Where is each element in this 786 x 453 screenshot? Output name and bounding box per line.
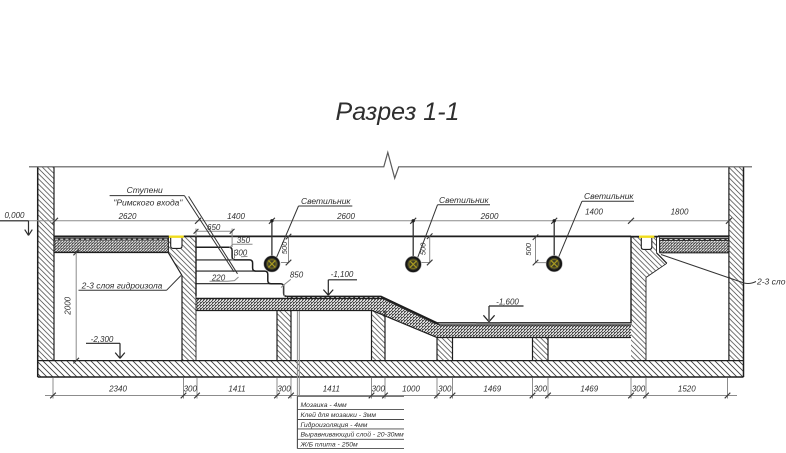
- svg-text:1411: 1411: [323, 385, 340, 394]
- svg-text:-2,300: -2,300: [91, 335, 114, 344]
- svg-text:300: 300: [234, 249, 248, 258]
- svg-text:300: 300: [632, 385, 646, 394]
- svg-text:300: 300: [438, 385, 452, 394]
- svg-text:500: 500: [280, 241, 289, 254]
- svg-text:500: 500: [524, 242, 533, 255]
- svg-text:Ж/Б плита - 250м: Ж/Б плита - 250м: [300, 441, 359, 448]
- svg-text:500: 500: [419, 242, 428, 255]
- svg-text:300: 300: [534, 385, 548, 394]
- svg-text:1400: 1400: [227, 212, 245, 221]
- svg-text:300: 300: [372, 385, 386, 394]
- svg-text:"Римского входа": "Римского входа": [113, 198, 183, 208]
- svg-text:1520: 1520: [678, 385, 696, 394]
- svg-text:2620: 2620: [118, 212, 137, 221]
- svg-text:Выравнивающий слой - 20-30мм: Выравнивающий слой - 20-30мм: [301, 431, 405, 439]
- svg-text:1411: 1411: [228, 385, 245, 394]
- svg-text:300: 300: [184, 385, 198, 394]
- svg-text:-1,600: -1,600: [496, 298, 519, 307]
- svg-text:0,000: 0,000: [4, 211, 25, 220]
- svg-text:2000: 2000: [64, 296, 73, 315]
- svg-text:2600: 2600: [336, 212, 355, 221]
- svg-text:2600: 2600: [480, 212, 499, 221]
- svg-text:1469: 1469: [483, 385, 501, 394]
- svg-text:350: 350: [237, 236, 251, 245]
- svg-text:650: 650: [207, 223, 221, 232]
- svg-text:300: 300: [277, 385, 291, 394]
- svg-text:2-3 сло: 2-3 сло: [756, 277, 786, 287]
- svg-text:Мозаика - 4мм: Мозаика - 4мм: [301, 402, 347, 409]
- svg-text:850: 850: [290, 271, 304, 280]
- svg-text:1469: 1469: [580, 385, 598, 394]
- svg-text:1000: 1000: [402, 385, 420, 394]
- svg-text:Светильник: Светильник: [301, 196, 351, 206]
- svg-text:Светильник: Светильник: [584, 191, 634, 201]
- svg-text:220: 220: [211, 273, 226, 282]
- svg-text:-1,100: -1,100: [331, 270, 354, 279]
- svg-text:Разрез 1-1: Разрез 1-1: [336, 98, 460, 126]
- svg-text:Гидроизоляция - 4мм: Гидроизоляция - 4мм: [301, 421, 368, 429]
- svg-text:2340: 2340: [108, 385, 127, 394]
- svg-text:1800: 1800: [671, 208, 689, 217]
- svg-text:Клей для мозаики - 3мм: Клей для мозаики - 3мм: [301, 411, 377, 419]
- svg-text:2-3 слоя гидроизола: 2-3 слоя гидроизола: [81, 280, 163, 290]
- svg-text:Светильник: Светильник: [439, 195, 489, 205]
- svg-text:1400: 1400: [585, 208, 603, 217]
- svg-text:Ступени: Ступени: [127, 185, 163, 195]
